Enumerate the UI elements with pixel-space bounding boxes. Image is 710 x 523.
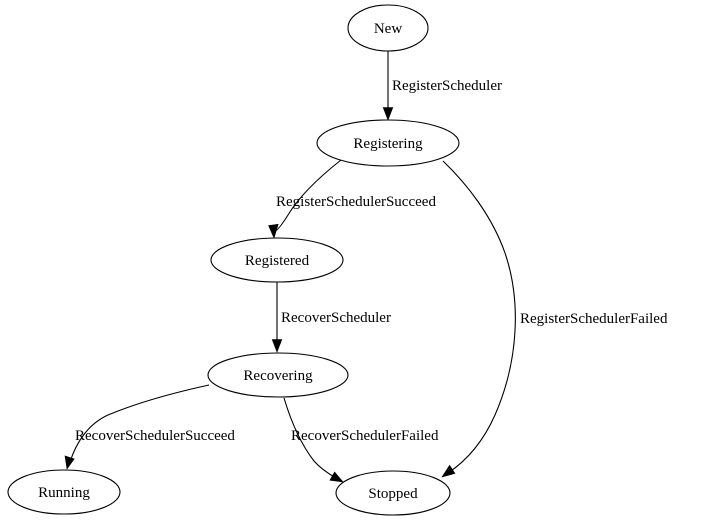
node-label-recovering: Recovering bbox=[243, 368, 313, 384]
arrowhead-icon bbox=[382, 107, 394, 121]
node-registering[interactable]: Registering bbox=[316, 119, 460, 167]
arrowhead-icon bbox=[329, 471, 344, 483]
node-recovering[interactable]: Recovering bbox=[207, 352, 349, 398]
edge-new-to-registering[interactable]: RegisterScheduler bbox=[382, 51, 502, 121]
edge-line bbox=[274, 159, 342, 232]
arrowhead-icon bbox=[268, 223, 279, 239]
node-shape bbox=[347, 4, 429, 52]
node-label-stopped: Stopped bbox=[368, 486, 418, 502]
edge-line bbox=[283, 397, 337, 479]
edge-recovering-to-stopped[interactable]: RecoverSchedulerFailed bbox=[283, 397, 439, 483]
node-running[interactable]: Running bbox=[7, 469, 121, 515]
edge-recovering-to-running[interactable]: RecoverSchedulerSucceed bbox=[64, 384, 235, 470]
node-label-running: Running bbox=[38, 485, 90, 501]
arrowhead-icon bbox=[271, 339, 283, 353]
edge-registering-to-registered[interactable]: RegisterSchedulerSucceed bbox=[268, 159, 437, 239]
edge-label-register-scheduler: RegisterScheduler bbox=[392, 78, 502, 94]
edge-label-recover-scheduler: RecoverScheduler bbox=[281, 310, 391, 326]
node-label-registered: Registered bbox=[245, 253, 310, 269]
edge-line bbox=[442, 160, 516, 474]
node-shape bbox=[7, 469, 121, 515]
node-shape bbox=[335, 470, 451, 516]
edge-registering-to-stopped[interactable]: RegisterSchedulerFailed bbox=[441, 160, 668, 478]
arrowhead-icon bbox=[64, 455, 75, 470]
edge-line bbox=[69, 384, 210, 463]
node-stopped[interactable]: Stopped bbox=[335, 470, 451, 516]
arrowhead-icon bbox=[441, 464, 456, 478]
node-new[interactable]: New bbox=[347, 4, 429, 52]
node-label-new: New bbox=[374, 21, 402, 37]
edge-label-recover-scheduler-failed: RecoverSchedulerFailed bbox=[291, 428, 439, 444]
node-registered[interactable]: Registered bbox=[210, 237, 344, 283]
node-shape bbox=[207, 352, 349, 398]
node-shape bbox=[316, 119, 460, 167]
edge-registered-to-recovering[interactable]: RecoverScheduler bbox=[271, 282, 391, 353]
node-label-registering: Registering bbox=[353, 136, 423, 152]
edge-label-recover-scheduler-succeed: RecoverSchedulerSucceed bbox=[75, 428, 235, 444]
edge-label-register-scheduler-succeed: RegisterSchedulerSucceed bbox=[276, 194, 436, 210]
edge-label-register-scheduler-failed: RegisterSchedulerFailed bbox=[520, 311, 668, 327]
node-shape bbox=[210, 237, 344, 283]
